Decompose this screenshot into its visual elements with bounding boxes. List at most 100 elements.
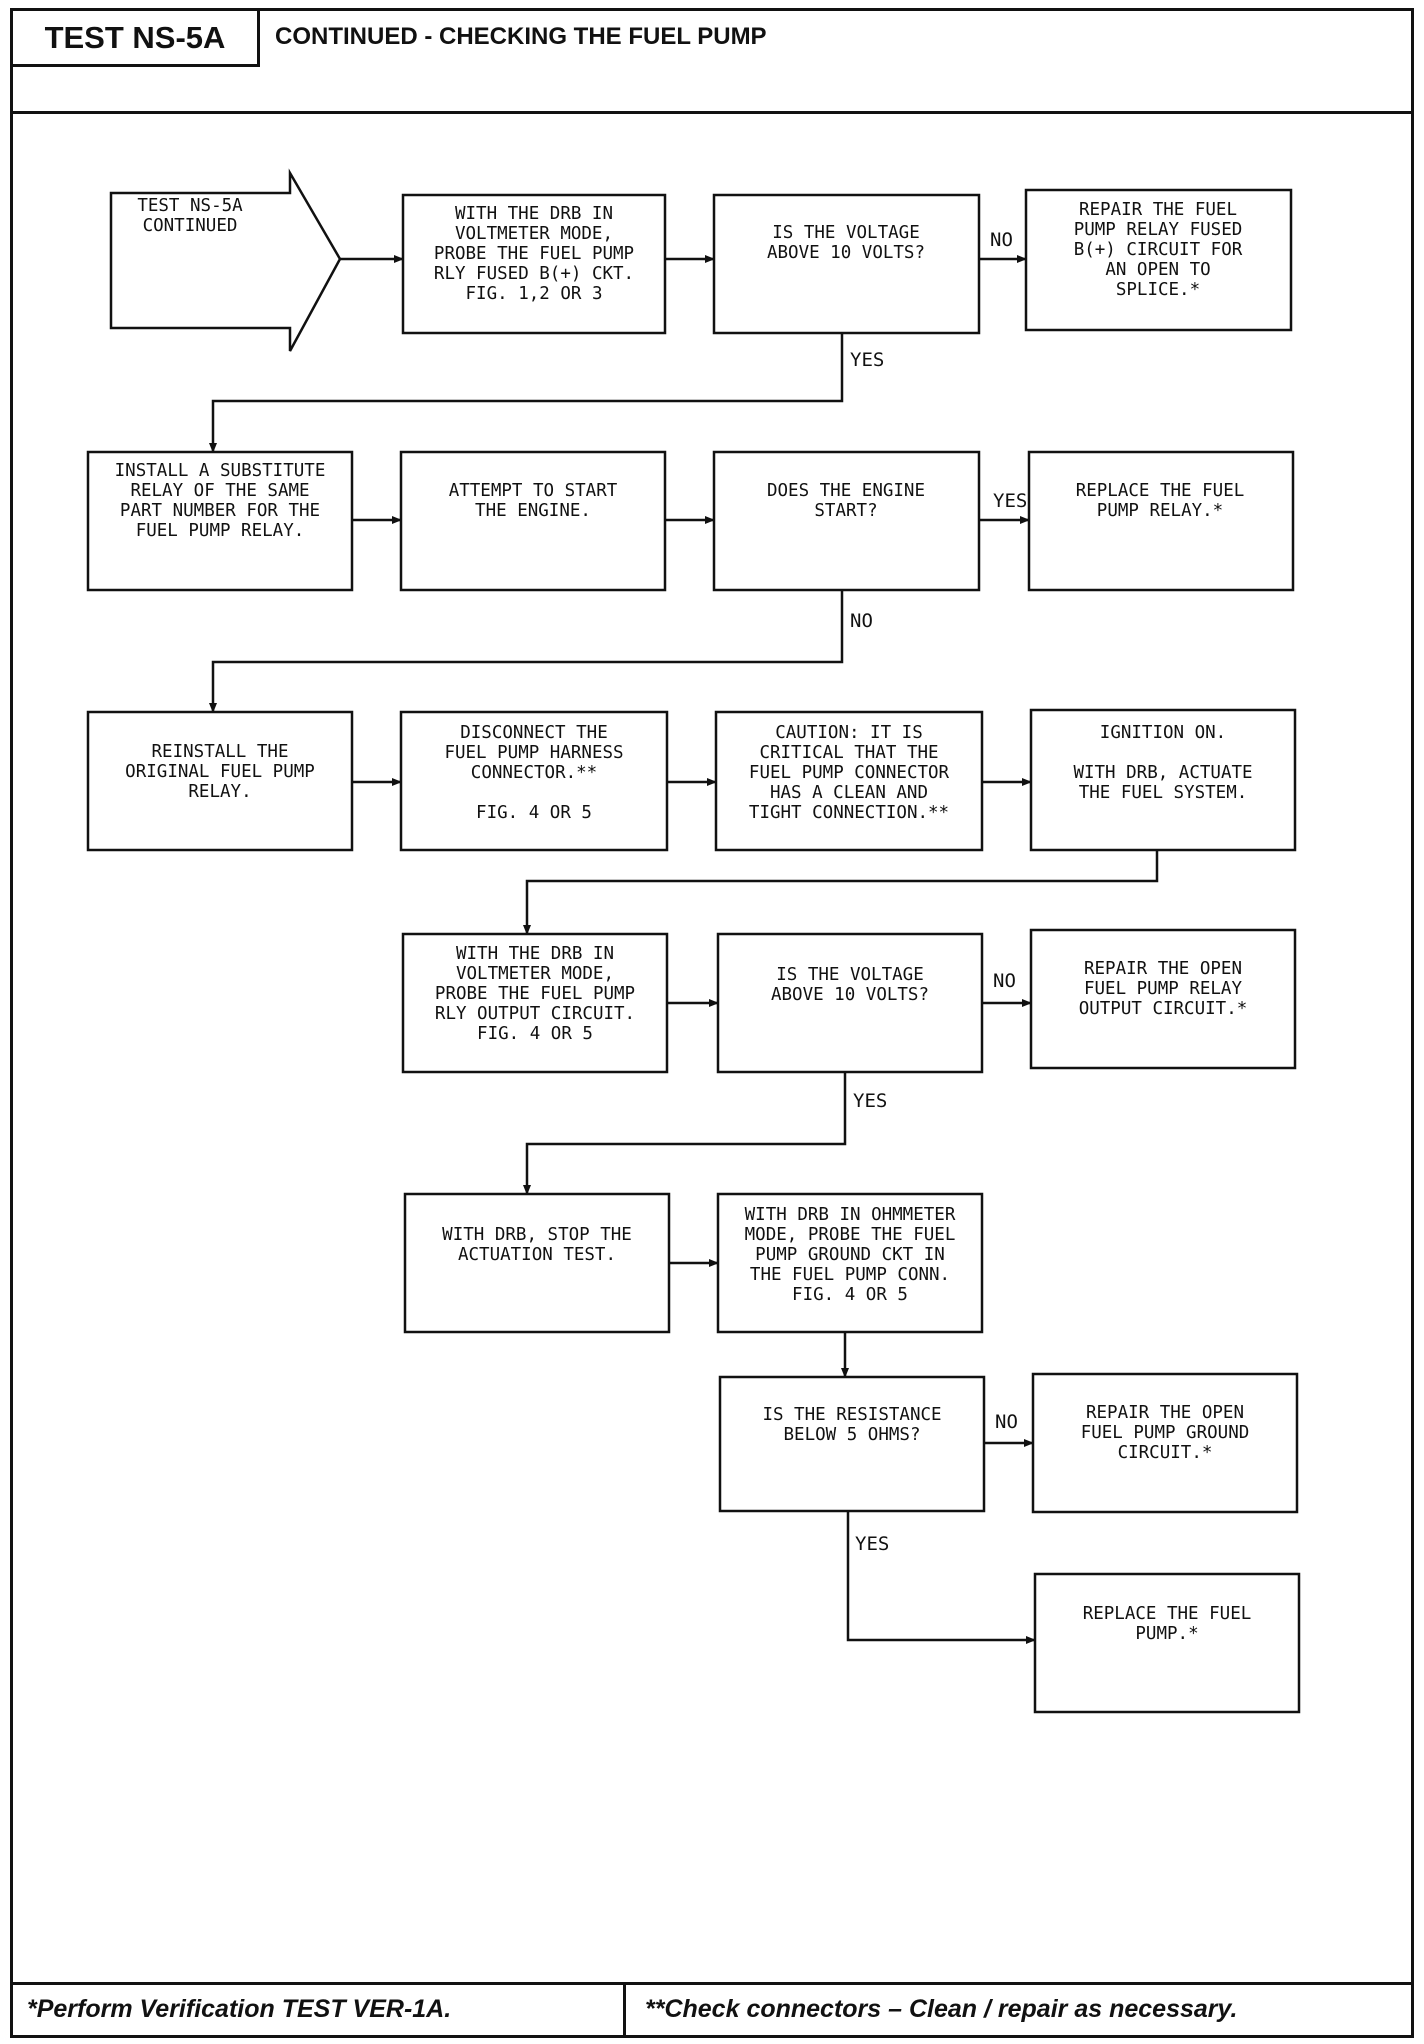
label-yes-voltage-2: YES — [853, 1090, 887, 1112]
node-text-line: PUMP GROUND CKT IN — [755, 1245, 945, 1265]
node-text-line: HAS A CLEAN AND — [770, 783, 928, 803]
connector-voltage-yes — [209, 334, 844, 453]
node-text-line: WITH THE DRB IN — [456, 944, 614, 964]
node-text-line: AN OPEN TO — [1105, 260, 1210, 280]
connector-resistance-yes — [846, 1512, 1036, 1644]
branch-labels: NO YES YES NO NO YES NO YES — [850, 229, 1027, 1555]
node-text-line: ORIGINAL FUEL PUMP — [125, 762, 315, 782]
node-text-line: THE FUEL SYSTEM. — [1079, 783, 1248, 803]
node-text-line: DOES THE ENGINE — [767, 481, 925, 501]
node-text-line: REPLACE THE FUEL — [1076, 481, 1245, 501]
label-no-voltage-1: NO — [990, 229, 1013, 251]
node-text-line: REINSTALL THE — [152, 742, 289, 762]
node-text-line: IGNITION ON. — [1100, 723, 1226, 743]
node-text-line: SPLICE.* — [1116, 280, 1200, 300]
node-text-line: PUMP RELAY.* — [1097, 501, 1223, 521]
start-arrow-shape — [109, 168, 342, 352]
node-text-line: PROBE THE FUEL PUMP — [434, 244, 634, 264]
connector-ignition-probe — [523, 851, 1159, 935]
label-no-resistance: NO — [995, 1411, 1018, 1433]
node-text-line: ABOVE 10 VOLTS? — [767, 243, 925, 263]
label-yes-voltage-1: YES — [850, 349, 884, 371]
node-text-line: RELAY. — [188, 782, 251, 802]
node-text-line: INSTALL A SUBSTITUTE — [115, 461, 326, 481]
node-text-line: PUMP.* — [1135, 1624, 1198, 1644]
footer: *Perform Verification TEST VER-1A. **Che… — [13, 1982, 1411, 2035]
node-text-line: REPAIR THE FUEL — [1079, 200, 1237, 220]
node-text-line: TIGHT CONNECTION.** — [749, 803, 949, 823]
node-text-line: REPAIR THE OPEN — [1086, 1403, 1244, 1423]
node-text-line: FUEL PUMP HARNESS — [444, 743, 623, 763]
node-text-line: B(+) CIRCUIT FOR — [1074, 240, 1243, 260]
node-text-line: CRITICAL THAT THE — [759, 743, 938, 763]
connector-voltage2-yes — [523, 1073, 847, 1195]
node-text-line: FIG. 4 OR 5 — [477, 1024, 593, 1044]
node-text-line: FUEL PUMP GROUND — [1081, 1423, 1250, 1443]
label-no-voltage-2: NO — [993, 970, 1016, 992]
node-text-line: CONNECTOR.** — [471, 763, 597, 783]
node-text-line: MODE, PROBE THE FUEL — [745, 1225, 956, 1245]
node-text-line: ACTUATION TEST. — [458, 1245, 616, 1265]
node-text-line: FUEL PUMP CONNECTOR — [749, 763, 950, 783]
node-text-line: BELOW 5 OHMS? — [784, 1425, 921, 1445]
node-text-line: FIG. 4 OR 5 — [476, 803, 592, 823]
label-no-engine-start: NO — [850, 610, 873, 632]
node-text-line: TEST NS-5A — [137, 196, 243, 216]
connector-start-no — [209, 591, 844, 713]
node-text-line: IS THE VOLTAGE — [772, 223, 920, 243]
node-text-line: RLY FUSED B(+) CKT. — [434, 264, 634, 284]
node-text-line: PROBE THE FUEL PUMP — [435, 984, 635, 1004]
node-text-line: WITH DRB, STOP THE — [442, 1225, 632, 1245]
node-text-line: REPLACE THE FUEL — [1083, 1604, 1252, 1624]
node-text-line: START? — [814, 501, 877, 521]
node-text-line: RELAY OF THE SAME — [130, 481, 309, 501]
node-text-line: CONTINUED — [143, 216, 238, 236]
node-text-line: THE ENGINE. — [475, 501, 591, 521]
footnote-verification: *Perform Verification TEST VER-1A. — [27, 1995, 452, 2023]
node-text-line: VOLTMETER MODE, — [455, 224, 613, 244]
footnote-connectors: **Check connectors – Clean / repair as n… — [645, 1995, 1238, 2023]
node-text-line: RLY OUTPUT CIRCUIT. — [435, 1004, 635, 1024]
node-text-line: WITH DRB IN OHMMETER — [745, 1205, 956, 1225]
node-text-line: WITH THE DRB IN — [455, 204, 613, 224]
node-text-line: ABOVE 10 VOLTS? — [771, 985, 929, 1005]
node-text-line: THE FUEL PUMP CONN. — [750, 1265, 950, 1285]
test-id: TEST NS-5A — [13, 11, 260, 67]
page-frame: TEST NS-5A CONTINUED - CHECKING THE FUEL… — [10, 8, 1414, 2038]
node-text-line: CIRCUIT.* — [1118, 1443, 1213, 1463]
node-text-line: WITH DRB, ACTUATE — [1073, 763, 1252, 783]
header: TEST NS-5A CONTINUED - CHECKING THE FUEL… — [13, 11, 1411, 114]
page-title: CONTINUED - CHECKING THE FUEL PUMP — [275, 23, 767, 50]
